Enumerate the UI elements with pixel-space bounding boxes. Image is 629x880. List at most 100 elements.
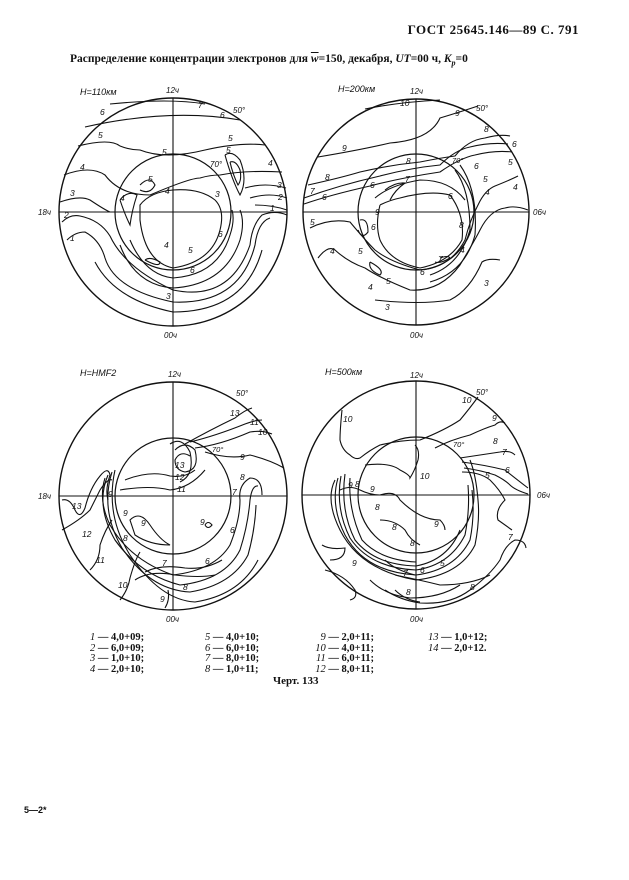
legend-item: 13 — 1,0+12; xyxy=(428,632,488,643)
svg-text:9: 9 xyxy=(492,413,497,423)
figure-title: Распределение концентрации электронов дл… xyxy=(70,53,468,67)
svg-text:10: 10 xyxy=(400,98,410,108)
svg-text:6: 6 xyxy=(205,556,210,566)
legend-item: 9 — 2,0+11; xyxy=(320,632,374,643)
title-ut-label: UT xyxy=(395,53,411,65)
plot2-lat70: 70° xyxy=(452,156,463,165)
svg-text:8: 8 xyxy=(392,522,397,532)
svg-text:6: 6 xyxy=(420,267,425,277)
svg-text:13: 13 xyxy=(230,408,240,418)
svg-text:12: 12 xyxy=(82,529,92,539)
svg-text:5: 5 xyxy=(440,558,445,568)
svg-text:7: 7 xyxy=(403,568,408,578)
svg-text:9: 9 xyxy=(375,207,380,217)
title-params: =150, декабря, xyxy=(318,53,396,65)
svg-text:9: 9 xyxy=(108,489,113,499)
plot3-bottom-label: 00ч xyxy=(166,615,179,624)
svg-text:4: 4 xyxy=(268,158,273,168)
svg-text:4: 4 xyxy=(120,193,125,203)
standard-header: ГОСТ 25645.146—89 С. 791 xyxy=(407,22,579,37)
svg-text:7: 7 xyxy=(502,447,507,457)
legend-item: 1 — 4,0+09; xyxy=(90,632,145,643)
plot1-side-label: 18ч xyxy=(38,208,51,217)
svg-text:4: 4 xyxy=(485,187,490,197)
plot3-lat50: 50° xyxy=(236,389,249,398)
svg-text:8: 8 xyxy=(355,479,360,489)
svg-text:9: 9 xyxy=(342,143,347,153)
plot2-side-label: 06ч xyxy=(533,208,546,217)
svg-text:8: 8 xyxy=(459,220,464,230)
svg-text:5: 5 xyxy=(508,157,513,167)
legend-item: 12 — 8,0+11; xyxy=(315,663,374,675)
svg-text:4: 4 xyxy=(513,182,518,192)
svg-text:1: 1 xyxy=(70,233,75,243)
svg-text:5: 5 xyxy=(358,246,363,256)
svg-text:7: 7 xyxy=(405,174,410,184)
plot3-lat70: 70° xyxy=(212,445,223,454)
svg-text:10: 10 xyxy=(118,580,128,590)
svg-text:6: 6 xyxy=(505,465,510,475)
plot2-lat50: 50° xyxy=(476,104,489,113)
svg-text:4: 4 xyxy=(80,162,85,172)
legend-item: 6 — 6,0+10; xyxy=(205,642,260,654)
svg-text:6: 6 xyxy=(370,180,375,190)
legend-item: 7 — 8,0+10; xyxy=(205,653,260,664)
svg-text:3: 3 xyxy=(70,188,75,198)
svg-text:6: 6 xyxy=(371,222,376,232)
plot1-lat70: 70° xyxy=(210,160,223,169)
svg-text:8: 8 xyxy=(410,538,415,548)
svg-text:6: 6 xyxy=(474,161,479,171)
svg-text:8: 8 xyxy=(375,502,380,512)
svg-text:9: 9 xyxy=(348,480,353,490)
svg-text:9: 9 xyxy=(370,484,375,494)
svg-text:12: 12 xyxy=(175,472,185,482)
svg-text:9: 9 xyxy=(200,517,205,527)
svg-text:9: 9 xyxy=(352,558,357,568)
svg-text:3: 3 xyxy=(484,278,489,288)
svg-text:13: 13 xyxy=(72,501,82,511)
svg-text:9: 9 xyxy=(455,108,460,118)
svg-text:3: 3 xyxy=(385,302,390,312)
svg-text:9: 9 xyxy=(141,518,146,528)
svg-text:4: 4 xyxy=(460,245,465,255)
svg-text:9: 9 xyxy=(240,452,245,462)
legend-column-1: 1 — 4,0+09; 2 — 6,0+09; 3 — 1,0+10; 4 — … xyxy=(90,632,145,675)
legend-column-2: 5 — 4,0+10; 6 — 6,0+10; 7 — 8,0+10; 8 — … xyxy=(205,632,260,675)
svg-text:11: 11 xyxy=(96,555,105,565)
title-kp-value: =0 xyxy=(455,53,468,65)
plot2-title: H=200км xyxy=(338,84,375,94)
svg-text:4: 4 xyxy=(368,282,373,292)
svg-text:6: 6 xyxy=(220,110,225,120)
svg-text:8: 8 xyxy=(240,472,245,482)
svg-text:5: 5 xyxy=(485,470,490,480)
svg-text:9: 9 xyxy=(160,594,165,604)
legend-item: 2 — 6,0+09; xyxy=(90,642,145,654)
plot1-bottom-label: 00ч xyxy=(164,331,177,340)
svg-text:3: 3 xyxy=(166,291,171,301)
svg-text:8: 8 xyxy=(470,582,475,592)
svg-text:6: 6 xyxy=(190,265,195,275)
plot4-lat50: 50° xyxy=(476,388,489,397)
svg-text:7: 7 xyxy=(310,186,315,196)
svg-text:1: 1 xyxy=(270,203,275,213)
plot4-top-label: 12ч xyxy=(410,371,423,380)
svg-text:5: 5 xyxy=(188,245,193,255)
plot1-lat50: 50° xyxy=(233,106,246,115)
svg-text:7: 7 xyxy=(162,558,167,568)
legend-item: 14 — 2,0+12. xyxy=(428,642,487,654)
svg-text:6: 6 xyxy=(512,139,517,149)
svg-text:4: 4 xyxy=(330,246,335,256)
svg-text:9: 9 xyxy=(123,508,128,518)
svg-text:6: 6 xyxy=(420,565,425,575)
svg-text:5: 5 xyxy=(162,147,167,157)
svg-text:3: 3 xyxy=(277,180,282,190)
legend-column-4: 13 — 1,0+12; 14 — 2,0+12. xyxy=(428,632,488,654)
svg-text:8: 8 xyxy=(406,587,411,597)
legend-column-3: 9 — 2,0+11; 10 — 4,0+11; 11 — 6,0+11; 12… xyxy=(314,632,374,675)
svg-text:7: 7 xyxy=(232,487,237,497)
figure-caption: Черт. 133 xyxy=(273,675,319,687)
